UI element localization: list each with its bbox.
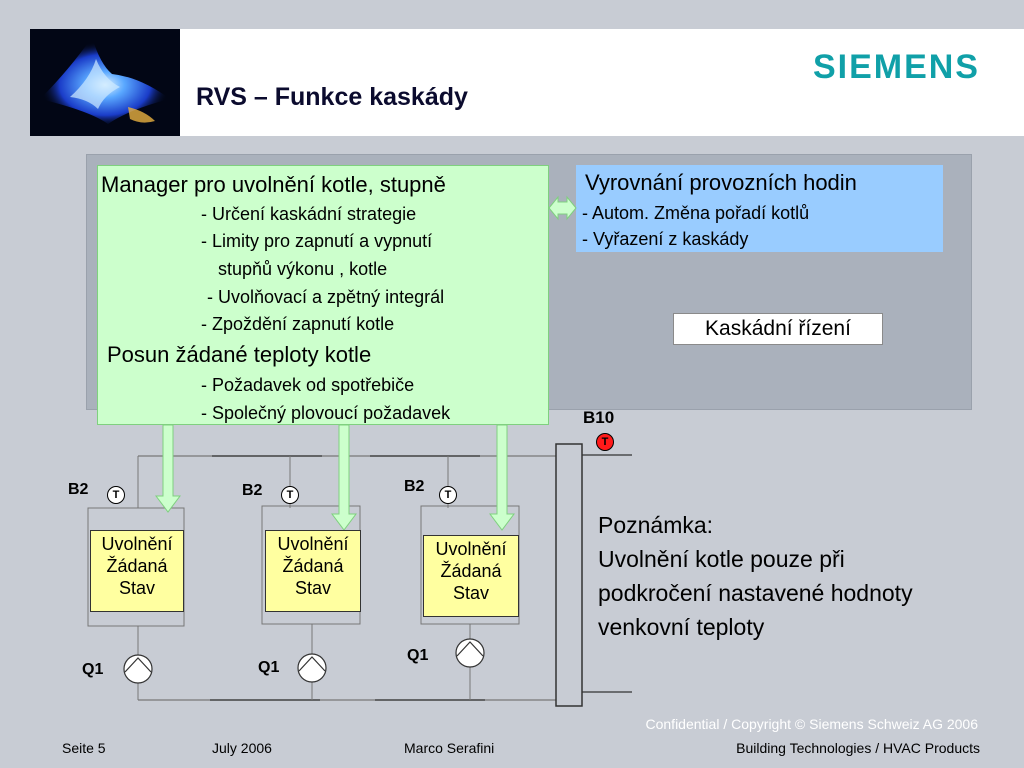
manager-heading: Manager pro uvolnění kotle, stupně bbox=[101, 172, 446, 197]
temperature-sensor-icon: T bbox=[107, 486, 125, 504]
temperature-sensor-icon: T bbox=[439, 486, 457, 504]
hours-title: Vyrovnání provozních hodin bbox=[585, 170, 857, 195]
boiler-2-signal-label: Uvolnění Žádaná Stav bbox=[265, 530, 361, 612]
boiler-release-manager-box: Manager pro uvolnění kotle, stupně - Urč… bbox=[97, 165, 549, 425]
operating-hours-box: Vyrovnání provozních hodin - Autom. Změn… bbox=[576, 165, 943, 252]
manager-item: stupňů výkonu , kotle bbox=[218, 259, 388, 279]
slide-header: RVS – Funkce kaskády SIEMENS bbox=[30, 29, 1024, 136]
setpoint-item: - Společný plovoucí požadavek bbox=[201, 403, 451, 423]
setpoint-item: - Požadavek od spotřebiče bbox=[201, 375, 415, 395]
boiler-1-signal-label: Uvolnění Žádaná Stav bbox=[90, 530, 184, 612]
signal-arrow-icon bbox=[489, 424, 515, 531]
manager-item: - Uvolňovací a zpětný integrál bbox=[207, 287, 445, 307]
header-temperature-sensor-icon: T bbox=[596, 433, 614, 451]
signal-arrow-icon bbox=[155, 424, 181, 513]
temperature-sensor-icon: T bbox=[281, 486, 299, 504]
boiler-2-pump-label: Q1 bbox=[258, 659, 280, 676]
hydraulic-header bbox=[555, 443, 583, 707]
slide-title: RVS – Funkce kaskády bbox=[196, 83, 468, 111]
boiler-3-pump-label: Q1 bbox=[407, 647, 429, 664]
hours-item: - Autom. Změna pořadí kotlů bbox=[582, 203, 810, 223]
header-sensor-label: B10 bbox=[583, 408, 615, 427]
hours-item: - Vyřazení z kaskády bbox=[582, 229, 749, 249]
pump-icon bbox=[123, 654, 153, 684]
boiler-3-sensor-label: B2 bbox=[404, 478, 425, 495]
boiler-1-pump-label: Q1 bbox=[82, 661, 104, 678]
footer-date: July 2006 bbox=[212, 740, 272, 756]
signal-arrow-icon bbox=[331, 424, 357, 531]
setpoint-heading: Posun žádané teploty kotle bbox=[107, 342, 372, 367]
siemens-logo: SIEMENS bbox=[812, 48, 980, 86]
note-text: Poznámka: Uvolnění kotle pouze při podkr… bbox=[598, 512, 913, 640]
pump-icon bbox=[455, 638, 485, 668]
boiler-1-sensor-label: B2 bbox=[68, 481, 89, 498]
cascade-control-label: Kaskádní řízení bbox=[673, 313, 883, 345]
gas-flame-photo bbox=[30, 29, 180, 136]
footer-author: Marco Serafini bbox=[404, 740, 495, 756]
boiler-3-signal-label: Uvolnění Žádaná Stav bbox=[423, 535, 519, 617]
double-arrow-icon bbox=[548, 195, 577, 221]
manager-item: - Zpoždění zapnutí kotle bbox=[201, 314, 395, 334]
page-number: Seite 5 bbox=[62, 740, 106, 756]
confidential-notice: Confidential / Copyright © Siemens Schwe… bbox=[645, 716, 979, 732]
boiler-2-sensor-label: B2 bbox=[242, 482, 263, 499]
manager-item: - Určení kaskádní strategie bbox=[201, 204, 417, 224]
footer-division: Building Technologies / HVAC Products bbox=[736, 740, 980, 756]
pump-icon bbox=[297, 653, 327, 683]
manager-item: - Limity pro zapnutí a vypnutí bbox=[201, 231, 433, 251]
